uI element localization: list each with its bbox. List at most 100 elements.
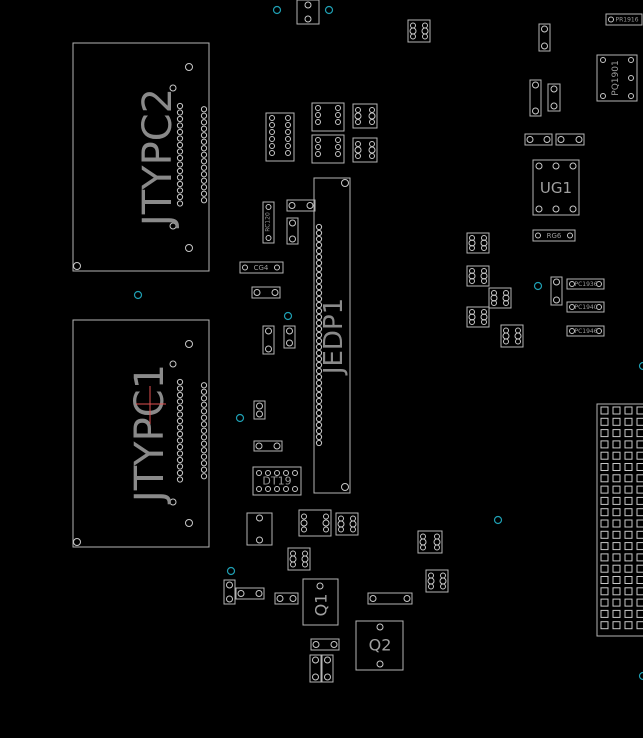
via-group [133, 5, 643, 681]
resistor-rc120[interactable]: RC120 [262, 201, 275, 244]
pin-pad [176, 174, 184, 181]
pin-pad [200, 125, 208, 132]
ug1-label: UG1 [540, 179, 572, 197]
smd-cluster[interactable] [311, 102, 345, 132]
smd-part[interactable] [223, 579, 236, 605]
smd-part[interactable] [309, 654, 322, 683]
smd-part[interactable] [262, 325, 275, 355]
pad [274, 470, 280, 476]
smd-part[interactable] [286, 199, 316, 212]
pin-header-right[interactable] [596, 403, 643, 637]
rc120-label: RC120 [265, 212, 272, 232]
pin-pad [315, 289, 323, 297]
chip-pq1901[interactable]: PQ1901 [596, 54, 638, 102]
pin-pad [315, 235, 323, 243]
smd-part[interactable] [466, 232, 490, 254]
smd-part[interactable] [524, 133, 553, 146]
smd-part[interactable] [253, 440, 283, 452]
pin-pad [176, 398, 184, 405]
smd-part[interactable] [335, 512, 359, 536]
capacitor-pc1946[interactable]: PC1946 [566, 325, 605, 337]
transistor-q1[interactable]: Q1 [302, 578, 339, 626]
connector-jtypc2[interactable]: JTYPC2 [72, 42, 210, 272]
pin-pad [176, 430, 184, 438]
pin-pad [176, 161, 184, 168]
smd-part[interactable] [352, 103, 378, 129]
smd-part[interactable] [538, 23, 551, 52]
pin-pad [315, 403, 323, 411]
capacitor-cg4[interactable]: CG4 [239, 261, 284, 274]
connector-jtypc1[interactable]: JTYPC1 [72, 319, 210, 548]
pin-pad [200, 145, 208, 152]
pin-pad [200, 177, 208, 184]
pin-pad [200, 414, 208, 421]
pin-pad [200, 388, 208, 395]
jedp1-label: JEDP1 [319, 298, 349, 376]
transistor-q2[interactable]: Q2 [355, 620, 404, 671]
resistor-pr1916[interactable]: PR1916 [605, 13, 643, 26]
chip-dt19[interactable]: DT19 [252, 466, 302, 496]
smd-part[interactable] [296, 0, 320, 25]
smd-part[interactable] [287, 547, 311, 571]
smd-part[interactable] [500, 324, 524, 348]
smd-part[interactable] [529, 79, 542, 117]
pin-pad [315, 433, 323, 441]
pin-pad [176, 469, 184, 477]
smd-part[interactable] [253, 400, 266, 420]
pq1901-label: PQ1901 [611, 60, 621, 95]
chip-ug1[interactable]: UG1 [532, 159, 580, 216]
pad [283, 470, 289, 476]
smd-part[interactable] [286, 217, 299, 245]
capacitor-pc1936[interactable]: PC1936 [566, 278, 605, 290]
smd-part[interactable] [417, 530, 443, 554]
smd-cluster[interactable] [265, 112, 295, 162]
smd-part[interactable] [466, 265, 490, 287]
via [638, 361, 643, 371]
via [272, 5, 282, 15]
pc1940-label: PC1940 [574, 304, 597, 311]
smd-part[interactable] [488, 287, 512, 309]
pin-pad [315, 331, 323, 339]
pin-pad [315, 229, 323, 237]
pad [265, 486, 271, 492]
smd-part[interactable] [283, 325, 296, 349]
smd-part[interactable] [352, 137, 378, 163]
pin-pad [200, 395, 208, 402]
small-component-group [223, 0, 585, 683]
pad [292, 470, 298, 476]
smd-part[interactable] [251, 286, 281, 299]
pin-pad [176, 378, 184, 386]
cg4-label: CG4 [254, 264, 269, 272]
pin-pad [176, 437, 184, 444]
jtypc1-label: JTYPC1 [127, 364, 173, 505]
pin-pad [315, 253, 323, 261]
smd-part[interactable] [466, 306, 490, 328]
smd-part[interactable] [407, 19, 431, 43]
pin-pad [200, 190, 208, 197]
smd-part[interactable] [555, 133, 585, 146]
pin-pad [315, 301, 323, 309]
smd-part[interactable] [274, 592, 299, 605]
pin-pad [200, 460, 208, 467]
smd-part[interactable] [246, 512, 273, 546]
via [638, 671, 643, 681]
capacitor-pc1940[interactable]: PC1940 [566, 301, 605, 313]
pin-pad [315, 355, 323, 363]
connector-jedp1[interactable]: JEDP1 [313, 177, 351, 494]
pin-pad [200, 184, 208, 191]
smd-part[interactable] [547, 83, 561, 112]
pin-pad [200, 440, 208, 447]
smd-part[interactable] [425, 569, 449, 593]
pin-pad [200, 466, 208, 473]
smd-part[interactable] [367, 592, 413, 605]
smd-part[interactable] [321, 654, 334, 683]
smd-cluster[interactable] [311, 134, 345, 164]
pin-pad [200, 447, 208, 454]
smd-part[interactable] [235, 587, 265, 600]
pin-pad [315, 259, 323, 267]
resistor-rg6[interactable]: RG6 [532, 229, 576, 242]
smd-part[interactable] [550, 276, 563, 306]
smd-part[interactable] [298, 509, 332, 537]
smd-part[interactable] [310, 638, 340, 651]
